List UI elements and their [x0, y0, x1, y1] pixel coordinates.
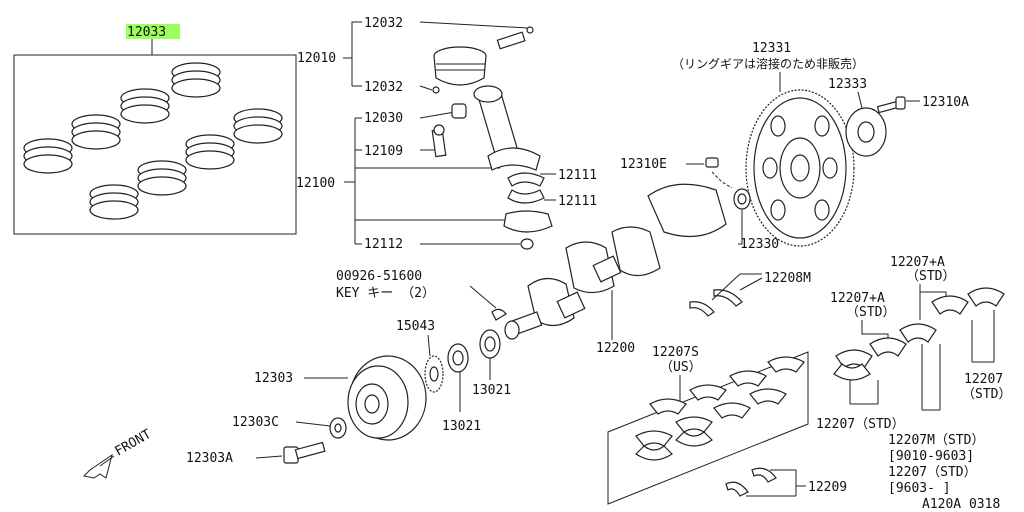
ring-stack-6	[185, 134, 235, 170]
ring-stack-3	[71, 114, 121, 150]
flywheel-group: 12331 （リングギアは溶接のため非販売） 12333 12310A 1231	[620, 41, 969, 252]
label-front: FRONT	[113, 427, 155, 460]
label-12310E[interactable]: 12310E	[620, 157, 667, 172]
label-12207-std-left[interactable]: 12207（STD）	[816, 417, 905, 432]
label-12032-bottom[interactable]: 12032	[364, 80, 403, 95]
flywheel-bolt	[876, 96, 906, 114]
reinforcement-plate	[845, 107, 887, 157]
piston-ring-set-group: 12033	[13, 24, 297, 235]
sensor-plate-2	[479, 329, 501, 359]
pulley-washer	[329, 417, 347, 439]
conrod-bearing-lower	[507, 189, 545, 204]
label-12207-std-2[interactable]: 12207（STD）	[888, 465, 977, 480]
ring-stack-1	[171, 62, 221, 98]
pulley-bolt	[283, 441, 326, 464]
conrod-bearing-upper	[507, 172, 545, 187]
label-12033[interactable]: 12033	[127, 25, 166, 40]
thrust-washers: 12208M	[689, 271, 811, 317]
label-12303[interactable]: 12303	[254, 371, 293, 386]
ring-stack-7	[137, 160, 187, 196]
label-15043[interactable]: 15043	[396, 319, 435, 334]
conrod-cap	[503, 210, 553, 250]
label-12303A[interactable]: 12303A	[186, 451, 233, 466]
label-12330[interactable]: 12330	[740, 237, 779, 252]
front-pulley-group: 15043 13021 13021 12303 12303C	[186, 319, 511, 466]
label-12032-top[interactable]: 12032	[364, 16, 403, 31]
crankshaft	[504, 183, 727, 340]
woodruff-key: 00926-51600 KEY キー （2）	[336, 269, 507, 321]
connecting-rod	[431, 85, 541, 171]
label-12303C[interactable]: 12303C	[232, 415, 279, 430]
highlight-12033	[126, 24, 180, 39]
diagram-code: A120A 0318	[922, 497, 1000, 512]
label-12109[interactable]: 12109	[364, 144, 403, 159]
label-12111-b[interactable]: 12111	[558, 194, 597, 209]
piston-ring-set-frame	[13, 54, 297, 235]
label-key-desc: KEY キー （2）	[336, 286, 435, 301]
label-flywheel-note: （リングギアは溶接のため非販売）	[672, 56, 864, 71]
label-12207A-mid[interactable]: 12207+A	[830, 291, 885, 306]
pilot-bushing	[705, 157, 719, 168]
label-12207A-mid-std: （STD）	[846, 305, 895, 320]
thrust-bearing: 12209	[725, 467, 847, 497]
label-13021-a[interactable]: 13021	[472, 383, 511, 398]
label-12207-right[interactable]: 12207	[964, 372, 1003, 387]
label-12010[interactable]: 12010	[297, 51, 336, 66]
label-12207A-top[interactable]: 12207+A	[890, 255, 945, 270]
main-bearings-std-right: 12207+A （STD） 12207+A （STD） 12207 （STD） …	[816, 255, 1011, 496]
ring-stack-5	[233, 108, 283, 144]
label-12331[interactable]: 12331	[752, 41, 791, 56]
crank-pulley	[347, 355, 427, 441]
label-12111-a[interactable]: 12111	[558, 168, 597, 183]
label-13021-b[interactable]: 13021	[442, 419, 481, 434]
front-arrow-icon	[82, 453, 113, 479]
label-12207S-us: （US）	[660, 360, 702, 375]
front-indicator: FRONT	[82, 427, 155, 479]
label-12112[interactable]: 12112	[364, 237, 403, 252]
ring-stack-2	[120, 88, 170, 124]
piston-conrod-group: 12010 12032 12032 12100 12030 12109	[296, 16, 597, 252]
ring-stack-8	[89, 184, 139, 220]
sensor-plate-1	[447, 343, 469, 373]
label-12310A[interactable]: 12310A	[922, 95, 969, 110]
crank-rear-seal	[733, 188, 751, 210]
label-12207S[interactable]: 12207S	[652, 345, 699, 360]
label-12030[interactable]: 12030	[364, 111, 403, 126]
flywheel	[745, 89, 855, 247]
crank-sprocket	[424, 355, 444, 393]
main-bearings-us: 12207S （US）	[607, 345, 809, 505]
label-12207M-std[interactable]: 12207M（STD）	[888, 433, 984, 448]
ring-stack-4	[23, 138, 73, 174]
label-12209[interactable]: 12209	[808, 480, 847, 495]
label-12208M[interactable]: 12208M	[764, 271, 811, 286]
label-00926-51600[interactable]: 00926-51600	[336, 269, 422, 284]
label-12333[interactable]: 12333	[828, 77, 867, 92]
label-12207M-range: [9010-9603]	[888, 449, 974, 464]
label-12100[interactable]: 12100	[296, 176, 335, 191]
label-12207-right-std: （STD）	[962, 387, 1011, 402]
label-12200[interactable]: 12200	[596, 341, 635, 356]
piston	[432, 26, 534, 94]
label-12207-std-2-range: [9603- ]	[888, 481, 951, 496]
us-bearing-frame	[607, 351, 809, 505]
label-12207A-top-std: （STD）	[906, 269, 955, 284]
